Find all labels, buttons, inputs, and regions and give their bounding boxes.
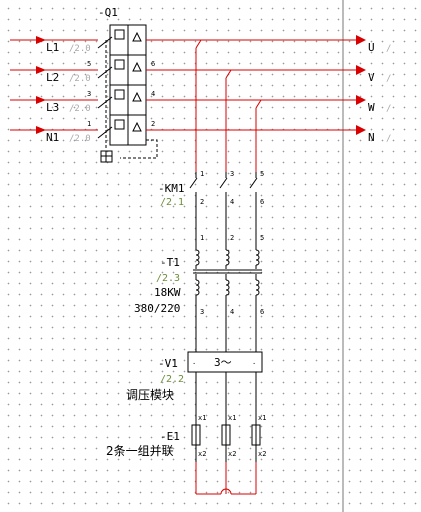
t1-top-pin-3: 5	[260, 234, 264, 242]
input-label-l1: L1	[46, 41, 59, 54]
e1-pin-x2-b: x2	[228, 450, 236, 458]
output-label-n: N	[368, 131, 375, 144]
km1-bottom-pin-3: 6	[260, 198, 264, 206]
q1-pole-1	[114, 29, 142, 42]
output-label-w: W	[368, 101, 375, 114]
v1-tag: -V1	[158, 357, 178, 370]
output-ref-w: /	[386, 104, 391, 114]
km1-bottom-pin-1: 2	[200, 198, 204, 206]
input-ref-l2: /2.0	[69, 74, 91, 84]
e1-pin-x1-a: x1	[198, 414, 206, 422]
km1-top-pin-2: 3	[230, 170, 234, 178]
t1-top-pin-2: 2	[230, 234, 234, 242]
km1-tag: -KM1	[158, 182, 185, 195]
input-label-n1: N1	[46, 131, 59, 144]
km1-top-pin-1: 1	[200, 170, 204, 178]
t1-transformer	[193, 249, 262, 352]
e1-star-connection	[195, 462, 257, 495]
t1-bottom-pin-1: 3	[200, 308, 204, 316]
input-label-l2: L2	[46, 71, 59, 84]
output-label-u: U	[368, 41, 375, 54]
vertical-feed-wires	[195, 48, 257, 172]
v1-symbol: 3～	[214, 356, 232, 369]
e1-pin-x2-a: x2	[198, 450, 206, 458]
q1-out-pin-3: 4	[151, 90, 155, 98]
v1-right-dot: ·	[252, 360, 256, 368]
e1-pin-x1-c: x1	[258, 414, 266, 422]
input-label-l3: L3	[46, 101, 59, 114]
v1-ref: /2.2	[160, 374, 184, 385]
q1-input-wires	[10, 36, 98, 134]
input-ref-l3: /2.0	[69, 104, 91, 114]
t1-power: 18KW	[154, 286, 181, 299]
q1-out-pin-4: 2	[151, 120, 155, 128]
output-ref-v: /	[386, 74, 391, 84]
t1-voltage: 380/220	[134, 302, 180, 315]
q1-pole-4	[114, 119, 142, 132]
input-ref-l1: /2.0	[69, 44, 91, 54]
q1-breaker	[97, 24, 158, 163]
q1-pole-2	[114, 59, 142, 72]
v1-left-dot: ·	[192, 360, 196, 368]
output-ref-n: /	[386, 134, 391, 144]
t1-bottom-pin-3: 6	[260, 308, 264, 316]
km1-top-pin-3: 5	[260, 170, 264, 178]
e1-note: 2条一组并联	[106, 444, 174, 458]
q1-in-pin-4: 1	[87, 120, 91, 128]
e1-pin-x1-b: x1	[228, 414, 236, 422]
t1-ref: /2.3	[156, 273, 180, 284]
v1-regulator	[187, 351, 263, 413]
e1-pin-x2-c: x2	[258, 450, 266, 458]
e1-heaters	[191, 413, 261, 462]
output-label-v: V	[368, 71, 375, 84]
q1-in-pin-3: 3	[87, 90, 91, 98]
q1-pole-3	[114, 89, 142, 102]
output-ref-u: /	[386, 44, 391, 54]
v1-name: 调压模块	[126, 388, 174, 402]
e1-tag: -E1	[160, 430, 180, 443]
t1-top-pin-1: 1	[200, 234, 204, 242]
km1-ref: /2.1	[160, 197, 184, 208]
km1-contactor	[189, 172, 258, 205]
q1-tag: -Q1	[98, 6, 118, 19]
q1-out-pin-2: 6	[151, 60, 155, 68]
km1-to-t1-wires	[195, 205, 257, 250]
t1-tag: -T1	[160, 256, 180, 269]
km1-bottom-pin-2: 4	[230, 198, 234, 206]
input-ref-n1: /2.0	[69, 134, 91, 144]
t1-bottom-pin-2: 4	[230, 308, 234, 316]
q1-in-pin-2: 5	[87, 60, 91, 68]
q1-output-wires	[146, 35, 366, 135]
